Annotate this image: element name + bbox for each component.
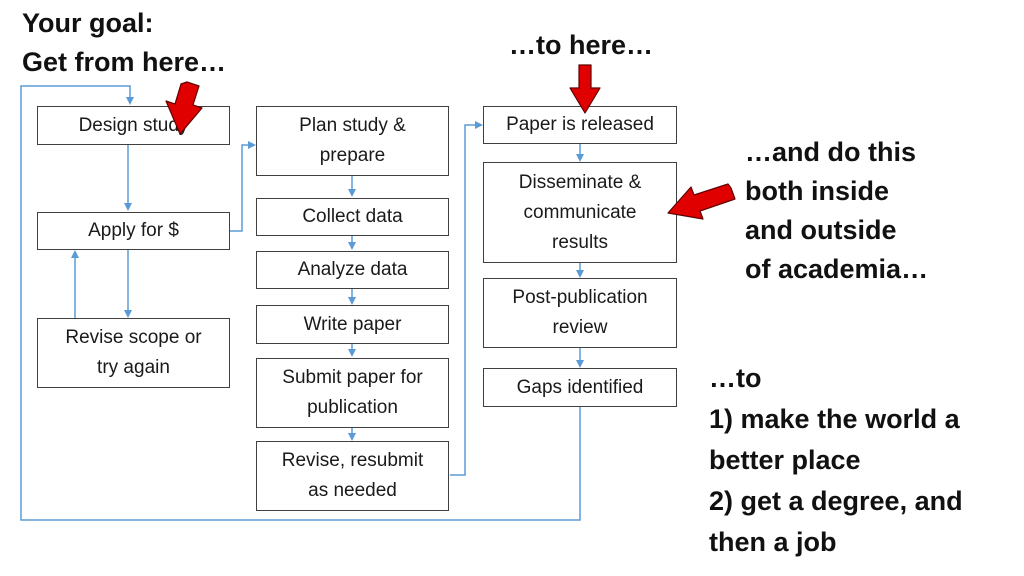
note-purpose-line: …to xyxy=(709,363,762,393)
callout-arrow-icon xyxy=(569,64,601,114)
note-goal-line: Get from here… xyxy=(22,47,227,77)
box-disseminate-line: Disseminate & xyxy=(518,171,642,193)
note-inside-outside-line: both inside xyxy=(745,176,889,206)
box-submit-paper-line: Submit paper for xyxy=(282,367,423,388)
box-disseminate-line: communicate xyxy=(523,201,637,223)
note-purpose-line: better place xyxy=(709,445,861,475)
box-plan-study-line: Plan study & xyxy=(299,115,406,136)
note-inside-outside: …and do this both inside and outside of … xyxy=(745,133,928,289)
note-inside-outside-line: and outside xyxy=(745,215,897,245)
note-purpose-line: 1) make the world a xyxy=(709,404,960,434)
box-design-study-label: Design study xyxy=(78,114,189,136)
note-goal: Your goal: Get from here… xyxy=(22,4,226,82)
box-plan-study-line: prepare xyxy=(319,145,386,166)
box-disseminate-line: results xyxy=(552,231,608,253)
box-analyze-data-label: Analyze data xyxy=(297,259,408,280)
box-post-publication-line: Post-publication xyxy=(512,287,648,308)
box-submit-paper: Submit paper for publication xyxy=(256,358,449,428)
box-revise-scope-line: try again xyxy=(97,357,170,378)
box-collect-data-label: Collect data xyxy=(302,206,403,227)
box-submit-paper-line: publication xyxy=(307,397,398,418)
box-revise-scope: Revise scope or try again xyxy=(37,318,230,388)
note-inside-outside-line: of academia… xyxy=(745,254,929,284)
box-apply-for-funding-label: Apply for $ xyxy=(88,220,179,241)
box-post-publication: Post-publication review xyxy=(483,278,677,348)
connector-apply-to-plan xyxy=(230,141,256,232)
note-purpose: …to 1) make the world a better place 2) … xyxy=(709,358,963,563)
note-to-here-line: …to here… xyxy=(509,30,654,60)
box-write-paper-label: Write paper xyxy=(303,313,402,335)
box-revise-resubmit: Revise, resubmit as needed xyxy=(256,441,449,511)
box-gaps-identified: Gaps identified xyxy=(483,368,677,407)
note-to-here: …to here… xyxy=(509,26,653,65)
box-analyze-data: Analyze data xyxy=(256,251,449,289)
box-revise-resubmit-line: as needed xyxy=(308,480,397,501)
box-paper-released: Paper is released xyxy=(483,106,677,144)
note-purpose-line: 2) get a degree, and xyxy=(709,486,963,516)
note-goal-line: Your goal: xyxy=(22,8,154,38)
box-disseminate: Disseminate & communicate results xyxy=(483,162,677,263)
box-apply-for-funding: Apply for $ xyxy=(37,212,230,250)
note-purpose-line: then a job xyxy=(709,527,837,557)
box-write-paper: Write paper xyxy=(256,305,449,344)
connector-gaps-loop-to-design xyxy=(20,85,581,521)
note-inside-outside-line: …and do this xyxy=(745,137,916,167)
box-collect-data: Collect data xyxy=(256,198,449,236)
box-post-publication-line: review xyxy=(552,317,608,338)
callout-arrow-icon xyxy=(165,81,203,135)
box-revise-resubmit-line: Revise, resubmit xyxy=(281,450,424,471)
connector-revise-to-paper-released xyxy=(450,121,483,476)
box-paper-released-label: Paper is released xyxy=(506,114,654,135)
box-revise-scope-line: Revise scope or xyxy=(65,327,202,348)
box-plan-study: Plan study & prepare xyxy=(256,106,449,176)
callout-arrow-icon xyxy=(667,183,736,220)
box-gaps-identified-label: Gaps identified xyxy=(516,376,644,398)
